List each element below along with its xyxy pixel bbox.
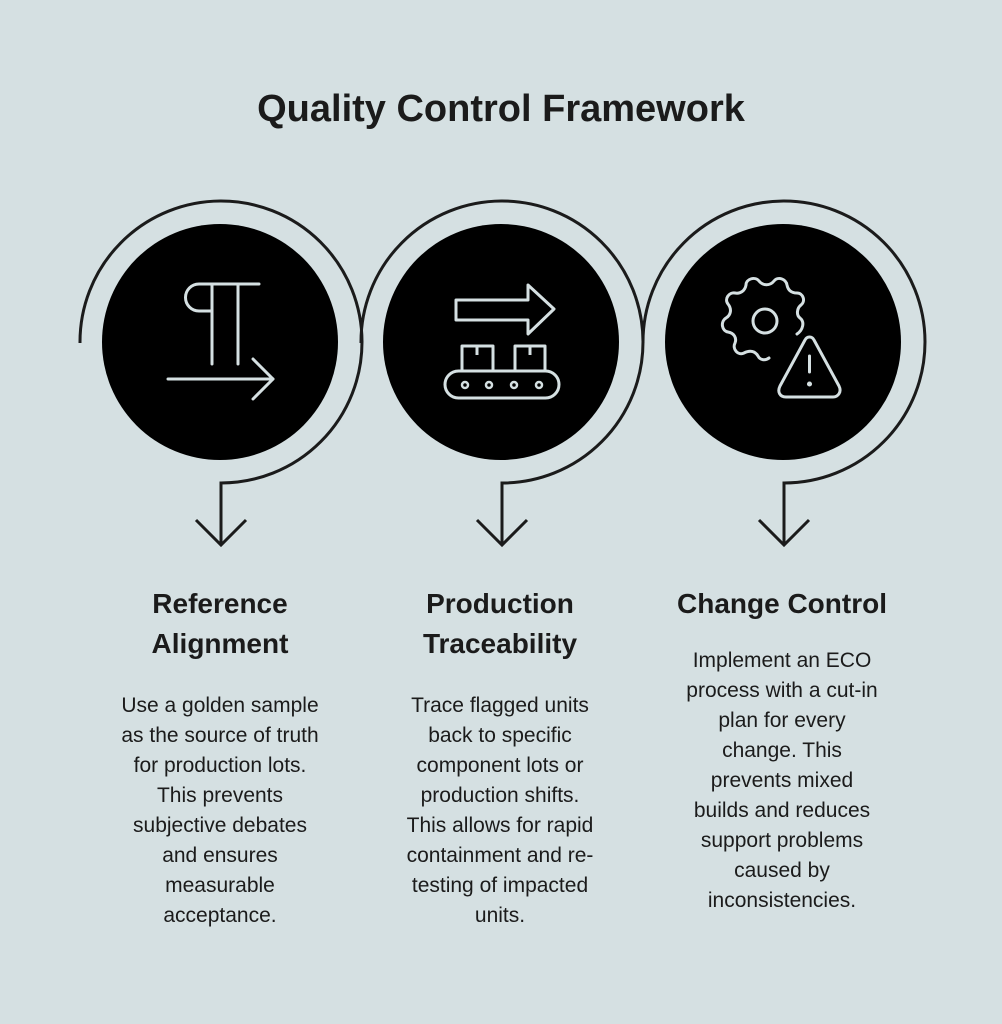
page-title: Quality Control Framework (257, 88, 745, 130)
heading-line: Production (426, 588, 574, 619)
step-heading: Production Traceability (370, 584, 630, 664)
description-line: measurable (165, 874, 275, 897)
description-line: units. (474, 904, 526, 927)
step-description: Trace flagged units back to specific com… (370, 691, 630, 931)
conveyor-belt-icon (443, 283, 561, 400)
step-1-graphic (78, 199, 364, 548)
step-description: Use a golden sample as the source of tru… (90, 691, 350, 931)
description-line: plan for every (718, 709, 846, 732)
step-3-circle (665, 224, 901, 460)
description-line: as the source of truth (121, 724, 319, 747)
flow-arc-2 (359, 199, 645, 545)
description-line: back to specific (428, 724, 572, 747)
description-line: acceptance. (163, 904, 277, 927)
pilcrow-arrow-icon (166, 282, 275, 401)
description-line: Implement an ECO (692, 649, 872, 672)
heading-line: Traceability (422, 628, 578, 659)
description-line: change. This (722, 739, 842, 762)
step-2-circle (383, 224, 619, 460)
description-line: Use a golden sample (121, 694, 319, 717)
gear-icon (751, 307, 779, 335)
description-line: testing of impacted (411, 874, 589, 897)
step-description: Implement an ECO process with a cut-in p… (652, 646, 912, 916)
description-line: containment and re- (406, 844, 594, 867)
step-2-graphic (359, 199, 645, 548)
description-line: and ensures (162, 844, 278, 867)
step-1-circle (102, 224, 338, 460)
warning-triangle-icon (777, 335, 842, 399)
description-line: This prevents (156, 784, 284, 807)
arrow-down-icon (475, 518, 529, 548)
description-line: builds and reduces (693, 799, 871, 822)
heading-line: Alignment (151, 628, 289, 659)
arrow-down-icon (194, 518, 248, 548)
description-line: for production lots. (133, 754, 307, 777)
description-line: Trace flagged units (411, 694, 589, 717)
flow-arc-1 (78, 199, 364, 545)
description-line: inconsistencies. (707, 889, 857, 912)
step-3-graphic (641, 199, 927, 548)
flow-arc-3 (641, 199, 927, 545)
description-line: caused by (734, 859, 830, 882)
step-production-traceability: Production Traceability Trace flagged un… (370, 584, 630, 931)
gear-warning-icon (720, 276, 842, 399)
description-line: subjective debates (133, 814, 307, 837)
description-line: production shifts. (420, 784, 580, 807)
step-heading: Change Control (652, 584, 912, 624)
step-reference-alignment: Reference Alignment Use a golden sample … (90, 584, 350, 931)
description-line: This allows for rapid (406, 814, 594, 837)
heading-line: Change Control (677, 588, 887, 619)
description-line: process with a cut-in (686, 679, 878, 702)
description-line: component lots or (416, 754, 584, 777)
description-line: support problems (700, 829, 864, 852)
arrow-down-icon (757, 518, 811, 548)
description-line: prevents mixed (710, 769, 854, 792)
step-change-control: Change Control Implement an ECO process … (652, 584, 912, 916)
heading-line: Reference (152, 588, 288, 619)
step-heading: Reference Alignment (90, 584, 350, 664)
gear-teeth (720, 276, 806, 362)
